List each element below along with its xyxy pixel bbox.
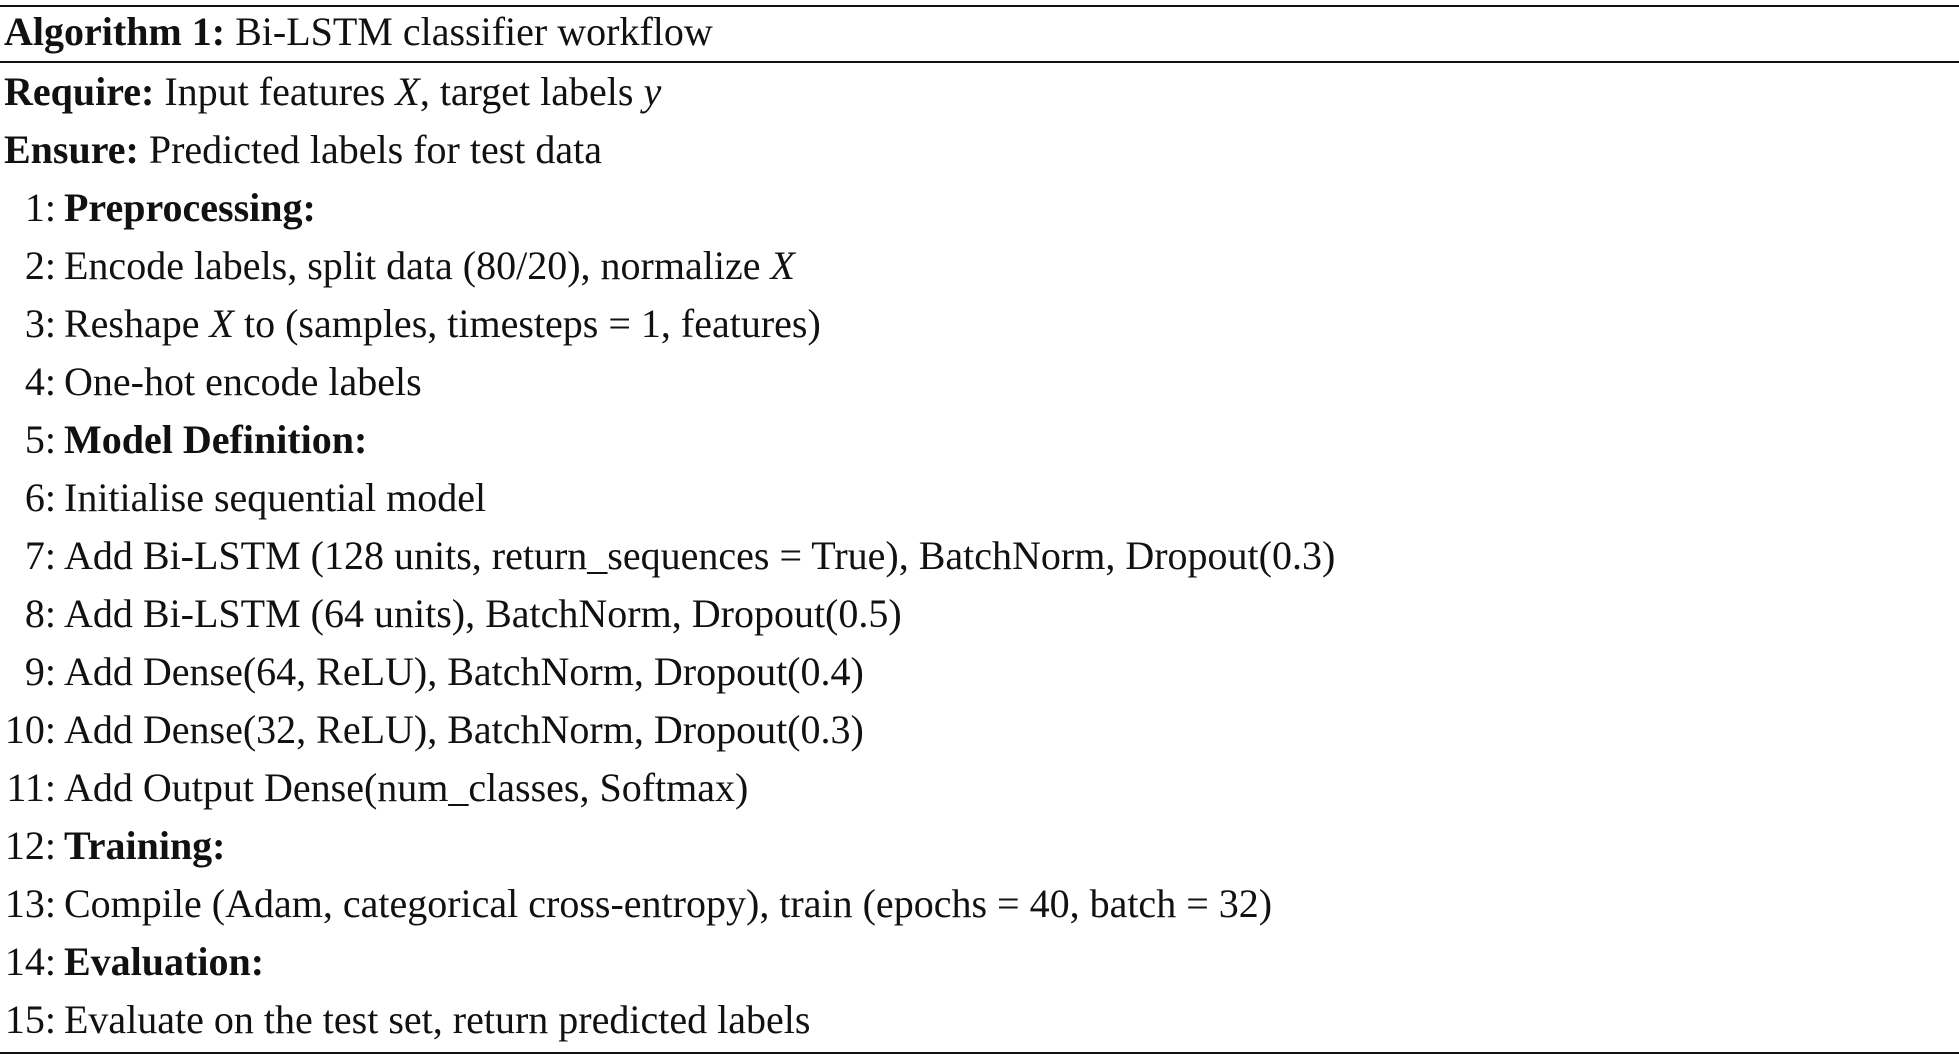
algorithm-step: 2:Encode labels, split data (80/20), nor… [0, 237, 795, 295]
step-text: Add Dense(64, ReLU), BatchNorm, Dropout(… [64, 649, 864, 694]
step-number: 4: [24, 359, 56, 404]
step-text: Encode labels, split data (80/20), norma… [64, 243, 771, 288]
ensure-text: Predicted labels for test data [148, 127, 603, 172]
algorithm-step: 5:Model Definition: [0, 411, 367, 469]
ensure-label: Ensure: [4, 127, 139, 172]
step-text: Evaluate on the test set, return predict… [64, 997, 811, 1042]
step-number: 15: [4, 997, 56, 1042]
bottom-rule [0, 1052, 1959, 1054]
step-number: 9: [24, 649, 56, 694]
require-line: Require: Input features X, target labels… [4, 63, 661, 121]
caption-title: Bi-LSTM classifier workflow [235, 9, 713, 54]
algorithm-step: 7:Add Bi-LSTM (128 units, return_sequenc… [0, 527, 1335, 585]
algorithm-step: 8:Add Bi-LSTM (64 units), BatchNorm, Dro… [0, 585, 902, 643]
step-number: 2: [24, 243, 56, 288]
step-number: 6: [24, 475, 56, 520]
step-heading: Model Definition: [64, 417, 368, 462]
algorithm-step: 3:Reshape X to (samples, timesteps = 1, … [0, 295, 821, 353]
algorithm-step: 9:Add Dense(64, ReLU), BatchNorm, Dropou… [0, 643, 864, 701]
step-number: 14: [4, 939, 56, 984]
require-label: Require: [4, 69, 155, 114]
step-number: 13: [4, 881, 56, 926]
step-text: Add Dense(32, ReLU), BatchNorm, Dropout(… [64, 707, 864, 752]
require-text-a: Input features [164, 69, 396, 114]
step-variable: X [209, 301, 234, 346]
top-rule [0, 5, 1959, 7]
algorithm-step: 14:Evaluation: [0, 933, 264, 991]
step-number: 1: [24, 185, 56, 230]
algorithm-step: 11:Add Output Dense(num_classes, Softmax… [0, 759, 748, 817]
algorithm-caption: Algorithm 1: Bi-LSTM classifier workflow [4, 3, 713, 61]
algorithm-step: 6:Initialise sequential model [0, 469, 486, 527]
algorithm-step: 12:Training: [0, 817, 226, 875]
step-text: Add Bi-LSTM (64 units), BatchNorm, Dropo… [64, 591, 902, 636]
step-text: Compile (Adam, categorical cross-entropy… [64, 881, 1273, 926]
step-text: Reshape [64, 301, 210, 346]
caption-label: Algorithm 1: [4, 9, 226, 54]
step-text: Initialise sequential model [64, 475, 487, 520]
step-text: Add Output Dense(num_classes, Softmax) [64, 765, 749, 810]
algorithm-step: 4:One-hot encode labels [0, 353, 422, 411]
step-heading: Training: [64, 823, 226, 868]
require-text-b: , target labels [419, 69, 644, 114]
step-number: 10: [4, 707, 56, 752]
step-number: 3: [24, 301, 56, 346]
step-number: 5: [24, 417, 56, 462]
ensure-line: Ensure: Predicted labels for test data [4, 121, 602, 179]
algorithm-step: 13:Compile (Adam, categorical cross-entr… [0, 875, 1272, 933]
step-heading: Evaluation: [64, 939, 265, 984]
algorithm-step: 15:Evaluate on the test set, return pred… [0, 991, 811, 1049]
require-var-x: X [395, 69, 420, 114]
step-number: 8: [24, 591, 56, 636]
require-var-y: y [643, 69, 662, 114]
step-variable: X [770, 243, 795, 288]
step-text: to (samples, timesteps = 1, features) [233, 301, 821, 346]
step-heading: Preprocessing: [64, 185, 316, 230]
algorithm-step: 10:Add Dense(32, ReLU), BatchNorm, Dropo… [0, 701, 864, 759]
step-text: One-hot encode labels [64, 359, 422, 404]
step-text: Add Bi-LSTM (128 units, return_sequences… [64, 533, 1336, 578]
algorithm-step: 1:Preprocessing: [0, 179, 316, 237]
step-number: 12: [4, 823, 56, 868]
caption-rule [0, 61, 1959, 63]
step-number: 11: [6, 765, 56, 810]
step-number: 7: [24, 533, 56, 578]
